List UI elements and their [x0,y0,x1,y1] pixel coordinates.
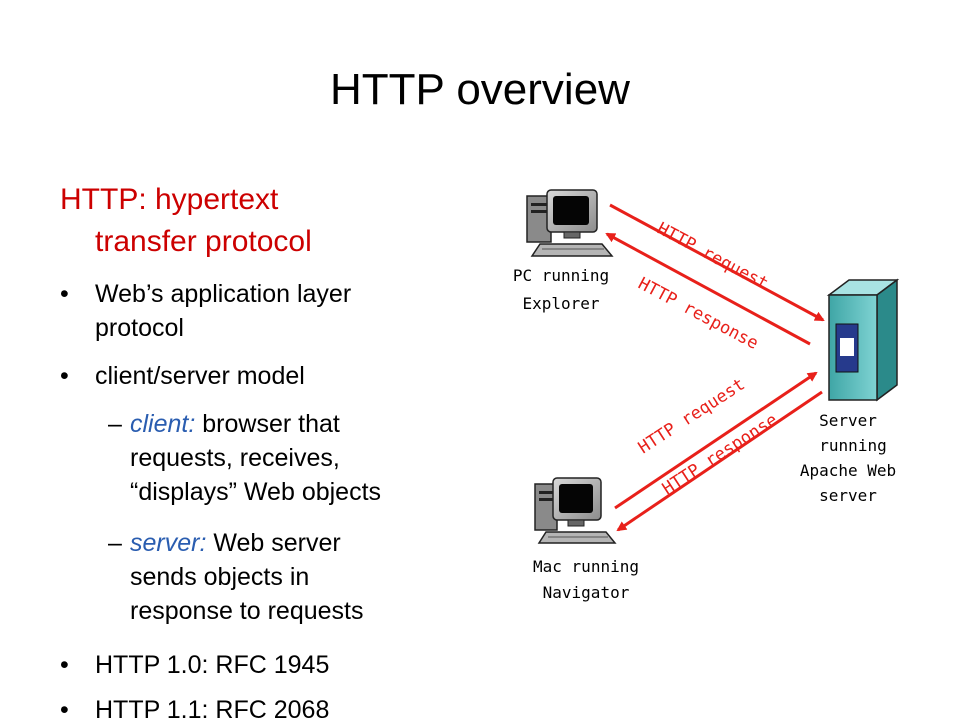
bullet-http-1-1: HTTP 1.1: RFC 2068 [95,696,330,720]
slide-title: HTTP overview [330,65,630,114]
pc-label-line-2: Explorer [522,294,599,313]
bullet-marker: • [60,696,69,720]
client-description: browser that [195,410,340,438]
bullet-marker: • [60,362,69,390]
mac-label-line-2: Navigator [543,583,630,602]
client-term: client: [130,410,196,438]
bullet-client-server: client/server model [95,362,305,390]
sub-bullet-client-line-2: requests, receives, [130,444,340,472]
arrow-http-request-bottom [614,371,818,510]
sub-bullet-server-line-1: server: Web server [130,526,341,560]
label-http-request-top: HTTP request [654,219,772,294]
server-description: Web server [206,529,341,557]
arrow-http-response-bottom [616,390,823,532]
server-label-line-3: Apache Web [800,461,896,480]
sub-bullet-marker: – [108,529,122,557]
arrow-http-response-top [605,232,811,346]
sub-bullet-client-line-1: client: browser that [130,407,340,441]
label-http-response-top: HTTP response [635,274,762,354]
bullet-app-layer-line-2: protocol [95,314,184,342]
bullet-marker: • [60,651,69,679]
server-label-line-1: Server [819,411,877,430]
bullet-app-layer-line-1: Web’s application layer [95,280,352,308]
server-term: server: [130,529,207,557]
arrow-http-request-top [609,203,825,322]
server-tower-icon [826,278,900,402]
heading-line-2: transfer protocol [95,225,312,258]
bullet-marker: • [60,280,69,308]
pc-label-line-1: PC running [513,266,609,285]
server-label-line-4: server [819,486,877,505]
sub-bullet-marker: – [108,410,122,438]
sub-bullet-server-line-2: sends objects in [130,563,310,591]
mac-computer-icon [534,477,617,544]
bullet-http-1-0: HTTP 1.0: RFC 1945 [95,651,330,679]
sub-bullet-server-line-3: response to requests [130,597,364,625]
heading-line-1: HTTP: hypertext [60,183,279,216]
mac-label-line-1: Mac running [533,557,639,576]
sub-bullet-client-line-3: “displays” Web objects [130,478,382,506]
pc-computer-icon [526,189,614,257]
server-label-line-2: running [819,436,886,455]
